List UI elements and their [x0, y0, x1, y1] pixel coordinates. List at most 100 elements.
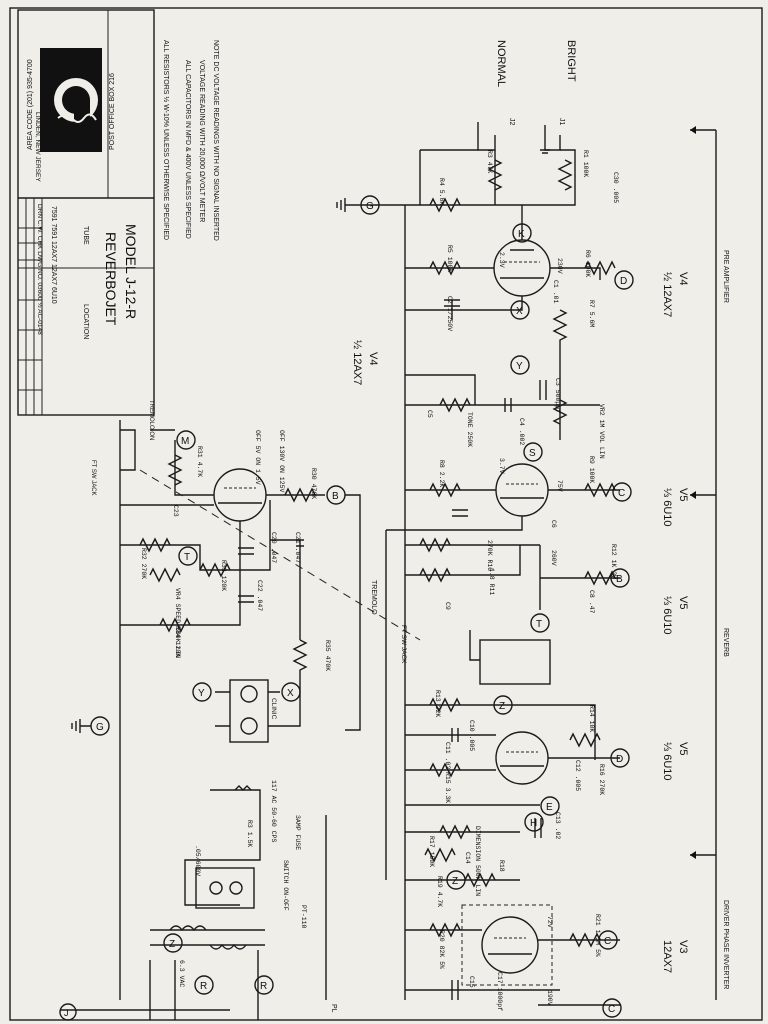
- model-name: REVERBOJET: [103, 232, 119, 326]
- label-v-g: OFF 130V ON 125V: [278, 430, 285, 493]
- node-y-2: Y: [192, 682, 212, 702]
- label-tremolo-on: TREMOLO ON: [148, 400, 154, 440]
- label-r1: R1 100K: [582, 150, 589, 177]
- tube-v5c-type: ⅓ 6U10: [661, 742, 673, 781]
- label-normal: NORMAL: [495, 40, 507, 87]
- label-r11: 1.8 R11: [488, 568, 495, 595]
- node-x-1: X: [510, 300, 530, 320]
- label-v-f: 260V: [550, 550, 557, 566]
- label-vr2: VR2 1M VOL LIN: [598, 404, 605, 459]
- tube-v4a-name: V4: [677, 272, 689, 285]
- resistor-r8: [429, 482, 461, 498]
- resistor-r21: [569, 932, 601, 948]
- svg-text:R: R: [200, 981, 207, 992]
- tube-v4-a: V4 ½ 12AX7 R6 100K R7 5.6M 230V 2.3V R5 …: [405, 205, 689, 370]
- svg-text:Z: Z: [169, 939, 175, 950]
- label-reverb: REVERB: [722, 628, 729, 657]
- ground-symbol: [336, 198, 346, 212]
- resistor-r5: [429, 260, 461, 276]
- label-clinic: CLINIC: [270, 698, 277, 720]
- note-4: ALL RESISTORS ½ W-10% UNLESS OTHERWISE S…: [162, 40, 170, 240]
- note-1: NOTE DC VOLTAGE READINGS WITH NO SIGNAL …: [212, 40, 219, 241]
- label-c5: C5: [426, 410, 433, 418]
- tube-v5a-type: ⅓ 6U10: [661, 488, 673, 527]
- label-c15: C15: [468, 976, 475, 988]
- capacitor-c10: [451, 728, 459, 742]
- tube-v4b-name: V4: [367, 352, 379, 365]
- resistor-r9: [584, 482, 616, 498]
- label-driver-phase-inverter: DRIVER PHASE INVERTER: [722, 900, 729, 989]
- label-r21: R21 1.5M 5%: [594, 914, 601, 957]
- label-tone: TONE 250K: [466, 412, 473, 447]
- label-r33: R33 120K: [220, 560, 227, 591]
- label-switch: SWITCH ON-OFF: [282, 860, 289, 911]
- label-c14: C14: [464, 852, 471, 864]
- svg-text:C: C: [604, 936, 611, 947]
- tube-v4a-type: ½ 12AX7: [661, 272, 673, 317]
- label-c20: C20 .047: [270, 532, 277, 563]
- resistor-r3: [487, 159, 503, 191]
- jack-j2: [477, 122, 496, 151]
- node-t-2: T: [178, 546, 198, 566]
- label-r19: R19 4.7K: [436, 876, 443, 907]
- label-r12: R12 1K 2W: [610, 544, 617, 579]
- label-r30: R30 470K: [310, 468, 317, 499]
- resistor-r35: [292, 639, 308, 690]
- label-c13: C13 .02: [554, 812, 561, 839]
- area-code: AREA CODE (201) 935-4700: [27, 59, 34, 150]
- label-c30: C30 .005: [612, 172, 619, 203]
- label-c6: C6: [550, 520, 557, 528]
- node-c-1: C: [612, 482, 632, 502]
- label-pt: PT-110: [300, 905, 307, 929]
- drawn-row: DRN C.W. CHK DWG NO. 03600 ½ AC-0148: [36, 204, 44, 335]
- label-c11: C11 .02: [444, 742, 451, 769]
- svg-text:M: M: [181, 436, 189, 447]
- label-v-e: 75V: [556, 480, 563, 492]
- svg-text:Z: Z: [499, 701, 505, 712]
- label-v-d: 3.7V: [498, 458, 505, 474]
- label-pilot-lamp: PL: [330, 1004, 337, 1013]
- resistor-r15: [429, 762, 461, 778]
- resistor-r17: [424, 847, 456, 863]
- label-r8: R8 2.2K: [438, 460, 445, 487]
- reverb-transformer: [479, 639, 551, 685]
- svg-text:B: B: [332, 491, 339, 502]
- resistor-r34: [159, 617, 191, 633]
- resistor-r20: [429, 922, 461, 938]
- power-switch-box: [195, 867, 255, 909]
- tube-header: TUBE: [82, 226, 89, 245]
- svg-text:Y: Y: [516, 361, 523, 372]
- tube-v3: V3 12AX7 R20 82K 5% R21 1.5M 5% C15 C17 …: [405, 904, 689, 1011]
- node-t-1: T: [530, 613, 550, 633]
- svg-text:C: C: [608, 1004, 615, 1015]
- node-d-2: D: [610, 748, 630, 768]
- note-3: ALL CAPACITORS IN MFD & 400V UNLESS SPEC…: [184, 60, 191, 239]
- resistor-r6: [584, 260, 616, 276]
- title-block: AREA CODE (201) 935-4700 POST OFFICE BOX…: [17, 9, 155, 416]
- svg-text:T: T: [536, 619, 542, 630]
- label-r14: R14 10K: [588, 705, 595, 732]
- label-pre-amplifier: PRE AMPLIFIER: [722, 250, 729, 303]
- label-c3: C3 500µµf: [554, 378, 561, 413]
- fuse-symbol: [234, 785, 252, 791]
- label-c2: C2 1/250V: [446, 296, 453, 331]
- dimension-mix-block: DIMENSION 500K LIN R17 150K R18 C13 .02 …: [405, 804, 561, 907]
- label-r34: R34 120K: [174, 626, 181, 657]
- label-r10: 270K R10: [486, 540, 493, 571]
- po-box: POST OFFICE BOX 216: [109, 73, 116, 150]
- resistor-r10: [419, 537, 451, 553]
- node-h: H: [524, 812, 544, 832]
- label-dimension: DIMENSION 500K LIN: [474, 826, 481, 896]
- tube-v5-b: V5 ⅓ 6U10 270K R10 1.8 R11 R12 1K 2W C8 …: [405, 537, 689, 685]
- node-m: M: [176, 430, 196, 450]
- label-c12: C12 .005: [574, 760, 581, 791]
- node-c-2: C: [598, 930, 618, 950]
- svg-text:C: C: [618, 488, 625, 499]
- node-g-2: G: [90, 716, 110, 736]
- label-j2: J2: [508, 118, 515, 126]
- node-x-2: X: [281, 682, 301, 702]
- label-r7: R7 5.6M: [588, 300, 595, 327]
- node-c-3: C: [602, 998, 622, 1018]
